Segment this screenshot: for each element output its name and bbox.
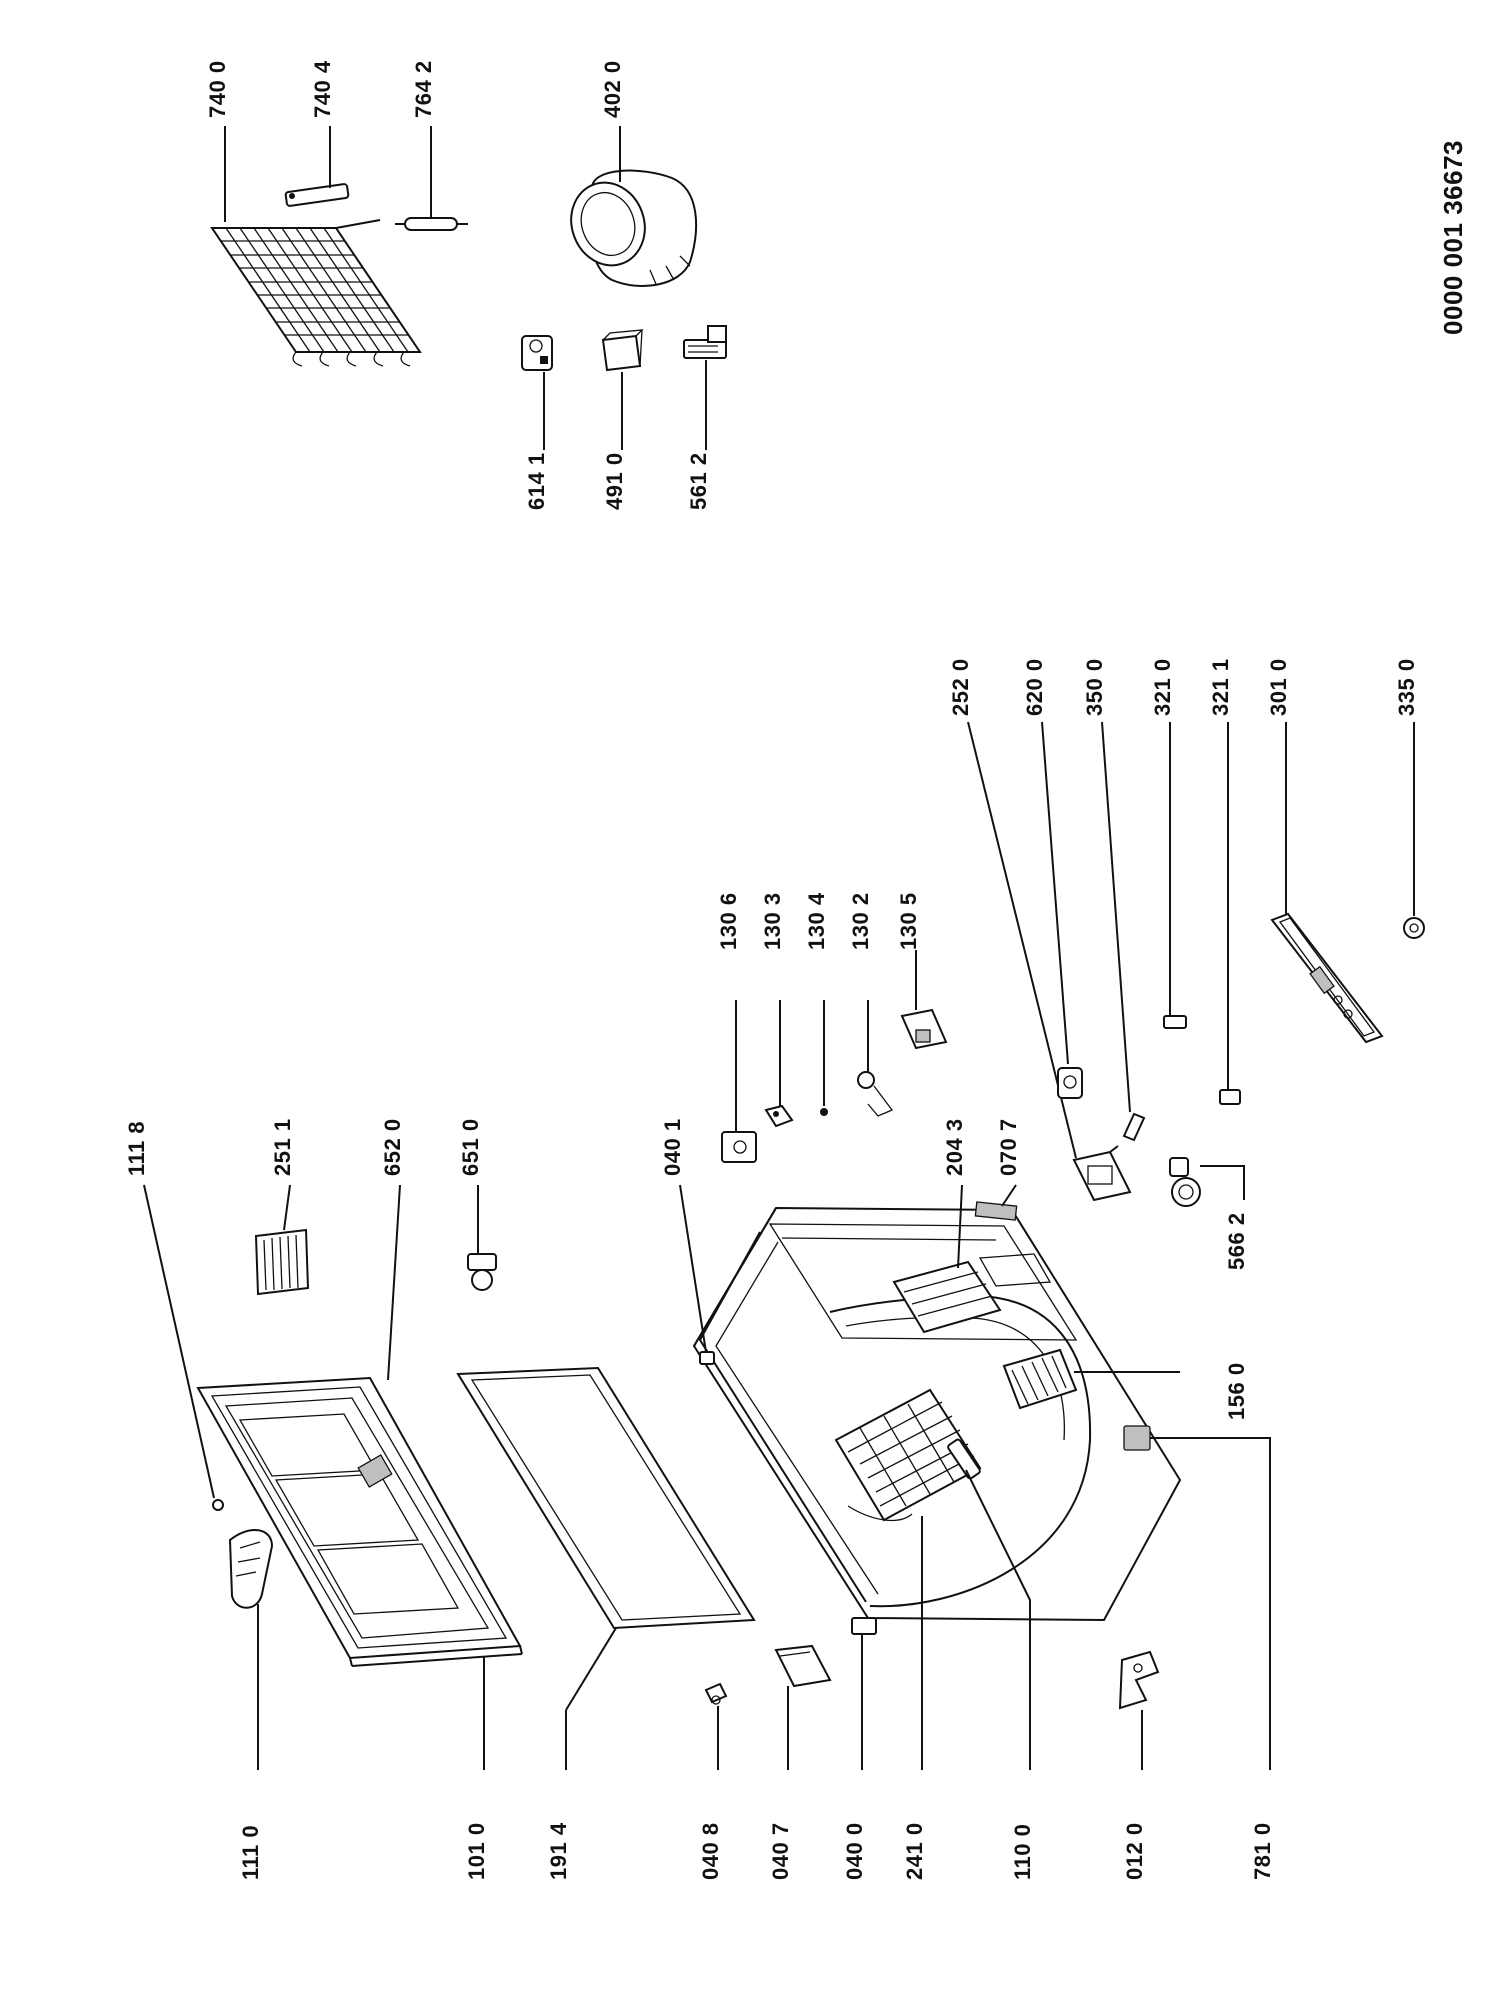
- callout-3211: 321 1: [1208, 658, 1233, 716]
- callout-0401: 040 1: [660, 1118, 685, 1176]
- callout-7810: 781 0: [1250, 1822, 1275, 1880]
- callout-1010: 101 0: [464, 1822, 489, 1880]
- small-clip-b: [1219, 1089, 1241, 1105]
- callout-7642: 764 2: [411, 60, 436, 118]
- compressor: [570, 169, 698, 287]
- freezer-lid: [196, 1376, 523, 1667]
- callout-2511: 251 1: [270, 1118, 295, 1176]
- callout-1305: 130 5: [896, 892, 921, 950]
- lid-screw: [212, 1499, 224, 1511]
- starter-relay: [521, 335, 553, 371]
- callout-0120: 012 0: [1122, 1822, 1147, 1880]
- lamp: [467, 1253, 497, 1291]
- callout-1118: 111 8: [124, 1121, 149, 1176]
- callout-7404: 740 4: [310, 60, 335, 118]
- hinge-pin: [704, 1682, 728, 1705]
- callout-2410: 241 0: [902, 1822, 927, 1880]
- callout-6510: 651 0: [458, 1118, 483, 1176]
- small-clip-a: [1163, 1015, 1187, 1029]
- callout-2520: 252 0: [948, 658, 973, 716]
- filter-drier: [395, 217, 468, 231]
- vent-grille: [254, 1228, 310, 1296]
- switch-clip: [1122, 1112, 1146, 1142]
- callout-1302: 130 2: [848, 892, 873, 950]
- callout-1304: 130 4: [804, 892, 829, 950]
- callout-1914: 191 4: [546, 1822, 571, 1880]
- callout-3500: 350 0: [1082, 658, 1107, 716]
- callout-1560: 156 0: [1224, 1362, 1249, 1420]
- callout-5612: 561 2: [686, 452, 711, 510]
- base-bracket: [1118, 1650, 1160, 1710]
- terminal-clip: [683, 325, 727, 359]
- callout-4020: 402 0: [600, 60, 625, 118]
- lamp-holder: [1169, 1157, 1201, 1207]
- hinge-bracket: [900, 1008, 948, 1050]
- hinge-screw: [820, 1108, 828, 1116]
- callout-0407: 040 7: [768, 1822, 793, 1880]
- document-number: 0000 001 36673: [1438, 140, 1468, 335]
- callout-0707: 070 7: [996, 1118, 1021, 1176]
- callout-0400: 040 0: [842, 1822, 867, 1880]
- callout-3350: 335 0: [1394, 658, 1419, 716]
- callout-2043: 204 3: [942, 1118, 967, 1176]
- callout-4910: 491 0: [602, 452, 627, 510]
- relay-cover: [601, 329, 644, 372]
- hinge-block: [721, 1131, 757, 1163]
- thermostat-knob: [1057, 1067, 1083, 1099]
- callout-1306: 130 6: [716, 892, 741, 950]
- callout-6200: 620 0: [1022, 658, 1047, 716]
- callout-1110: 111 0: [238, 1825, 263, 1880]
- callout-3210: 321 0: [1150, 658, 1175, 716]
- callout-3010: 301 0: [1266, 658, 1291, 716]
- hinge-clip: [764, 1104, 794, 1128]
- freezer-cabinet: [692, 1201, 1182, 1635]
- lid-handle: [228, 1528, 274, 1609]
- callout-6520: 652 0: [380, 1118, 405, 1176]
- condenser-grid: [210, 219, 422, 367]
- callout-6141: 614 1: [524, 452, 549, 510]
- indicator-lens: [1403, 917, 1425, 939]
- lid-gasket: [456, 1366, 756, 1630]
- hinge-cover: [774, 1644, 832, 1688]
- hinge-spring: [857, 1071, 894, 1117]
- callout-0408: 040 8: [698, 1822, 723, 1880]
- condenser-bracket: [284, 183, 350, 207]
- callout-7400: 740 0: [205, 60, 230, 118]
- callout-1100: 110 0: [1010, 1824, 1035, 1880]
- thermostat: [1072, 1145, 1132, 1202]
- callout-1303: 130 3: [760, 892, 785, 950]
- control-panel: [1270, 912, 1384, 1044]
- callout-5662: 566 2: [1224, 1212, 1249, 1270]
